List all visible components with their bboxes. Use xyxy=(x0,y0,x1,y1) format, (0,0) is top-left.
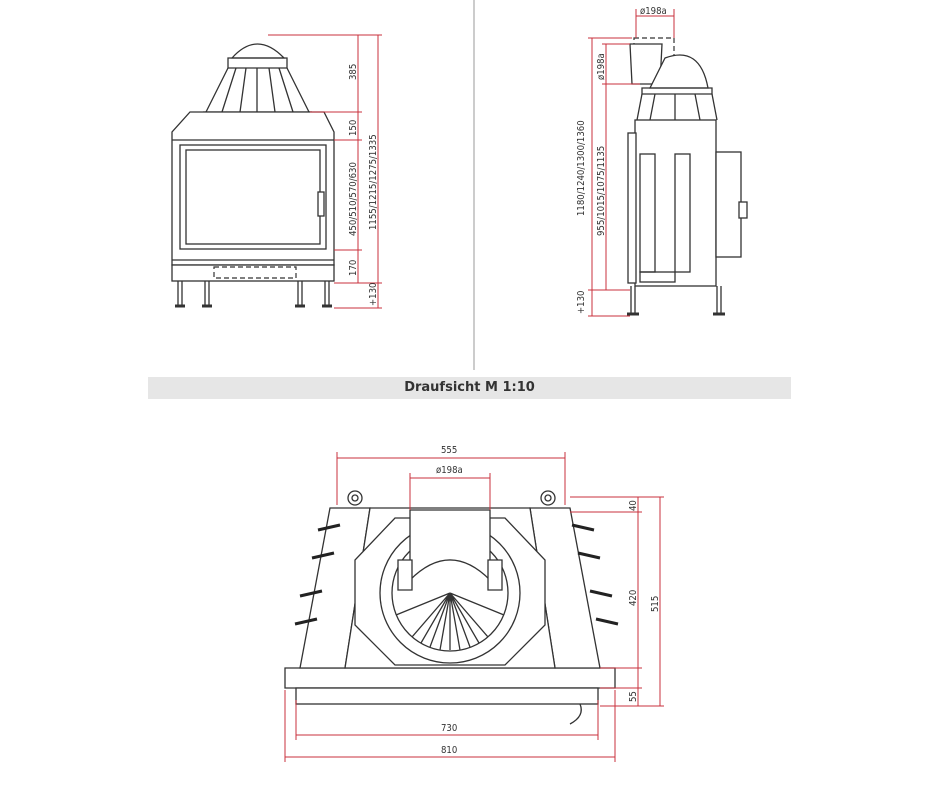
dim-legs: +130 xyxy=(368,283,379,306)
dim-40: 40 xyxy=(628,500,639,511)
dim-150: 150 xyxy=(348,120,359,136)
top-view: 555 ø198a 40 420 515 55 730 810 xyxy=(284,445,664,762)
fan-ribs xyxy=(395,592,505,651)
dim-total: 1155/1215/1275/1335 xyxy=(368,134,379,230)
dim-55: 55 xyxy=(628,691,639,702)
section-title: Draufsicht M 1:10 xyxy=(404,380,535,395)
side-view: ø198a ø198a 1180/1240/1300/1360 955/1015… xyxy=(576,6,748,317)
dim-door: 450/510/570/630 xyxy=(348,162,359,236)
dim-170: 170 xyxy=(348,260,359,276)
dim-515: 515 xyxy=(650,596,661,612)
dim-side-body: 955/1015/1075/1135 xyxy=(596,146,607,236)
section-title-band xyxy=(148,377,791,399)
dim-385: 385 xyxy=(348,64,359,80)
dim-flue-width: ø198a xyxy=(640,6,667,17)
dim-side-legs: +130 xyxy=(576,291,587,314)
dim-side-total: 1180/1240/1300/1360 xyxy=(576,120,587,216)
dim-730: 730 xyxy=(441,723,457,734)
dim-top-flue: ø198a xyxy=(436,465,463,476)
dim-810: 810 xyxy=(441,745,457,756)
front-view: 385 150 450/510/570/630 170 1155/1215/12… xyxy=(171,34,382,309)
dim-420: 420 xyxy=(628,590,639,606)
dim-flue-height: ø198a xyxy=(596,53,607,80)
dim-555: 555 xyxy=(441,445,457,456)
